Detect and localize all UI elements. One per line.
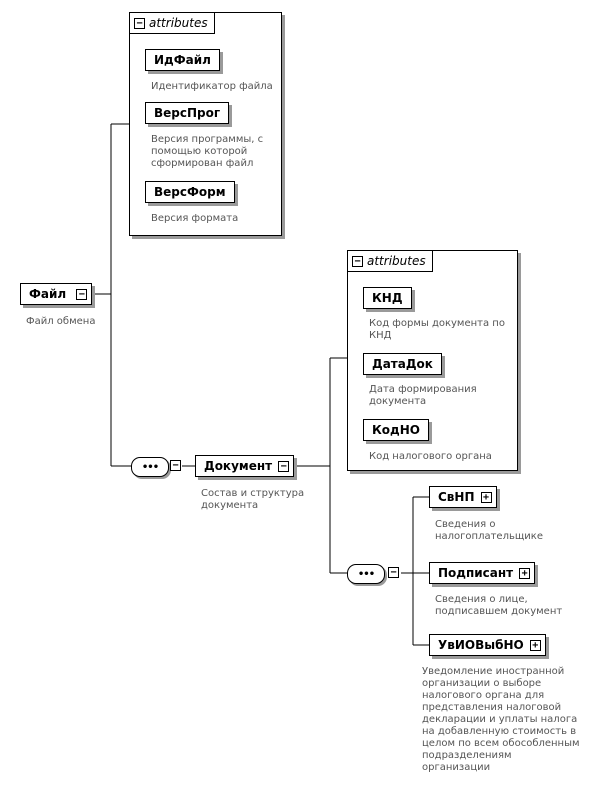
- element-file-label: Файл: [29, 287, 67, 301]
- sequence-compositor[interactable]: •••: [131, 457, 169, 477]
- element-podpisant-label: Подписант: [438, 566, 514, 580]
- sequence-icon: •••: [141, 461, 159, 473]
- attribute-versprog-desc: Версия программы, с помощью которой сфор…: [151, 134, 264, 169]
- element-document-desc: Состав и структура документа: [201, 488, 305, 511]
- attribute-idfile-desc: Идентификатор файла: [151, 81, 273, 92]
- sequence-compositor[interactable]: •••: [347, 564, 385, 584]
- attribute-kodno-label: КодНО: [372, 423, 420, 437]
- element-file[interactable]: Файл −: [20, 283, 93, 305]
- element-podpisant-desc: Сведения о лице, подписавшем документ: [435, 594, 563, 617]
- attribute-versprog[interactable]: ВерсПрог: [145, 102, 230, 124]
- attribute-versprog-label: ВерсПрог: [154, 106, 221, 120]
- element-document-label: Документ: [204, 459, 273, 473]
- attribute-knd-label: КНД: [372, 291, 403, 305]
- attribute-kodno[interactable]: КодНО: [363, 419, 429, 441]
- attribute-datadok[interactable]: ДатаДок: [363, 353, 442, 375]
- element-podpisant[interactable]: Подписант +: [429, 562, 536, 584]
- attribute-knd-desc: Код формы документа по КНД: [369, 318, 505, 341]
- element-svnp-desc: Сведения о налогоплательщике: [435, 519, 543, 542]
- collapse-icon[interactable]: −: [388, 567, 399, 578]
- document-attributes-header[interactable]: − attributes: [348, 251, 433, 272]
- collapse-icon[interactable]: −: [76, 288, 88, 300]
- root-attributes-title: attributes: [149, 16, 208, 30]
- expand-icon[interactable]: +: [480, 491, 492, 503]
- sequence-icon: •••: [357, 568, 375, 580]
- collapse-icon[interactable]: −: [134, 17, 145, 29]
- attribute-versform[interactable]: ВерсФорм: [145, 181, 235, 203]
- expand-icon[interactable]: +: [519, 567, 531, 579]
- attribute-datadok-label: ДатаДок: [372, 357, 433, 371]
- collapse-icon[interactable]: −: [170, 460, 181, 471]
- attribute-versform-desc: Версия формата: [151, 213, 239, 224]
- attribute-kodno-desc: Код налогового органа: [369, 451, 492, 462]
- element-uviovybno[interactable]: УвИОВыбНО +: [429, 634, 546, 656]
- expand-icon[interactable]: +: [529, 639, 541, 651]
- attribute-versform-label: ВерсФорм: [154, 185, 226, 199]
- element-file-desc: Файл обмена: [26, 316, 96, 327]
- collapse-icon[interactable]: −: [352, 255, 363, 267]
- element-uviovybno-label: УвИОВыбНО: [438, 638, 524, 652]
- element-svnp[interactable]: СвНП +: [429, 486, 497, 508]
- attribute-idfile-label: ИдФайл: [154, 53, 211, 67]
- attribute-knd[interactable]: КНД: [363, 287, 412, 309]
- element-document[interactable]: Документ −: [195, 455, 295, 477]
- document-attributes-title: attributes: [367, 254, 426, 268]
- element-uviovybno-desc: Уведомление иностранной организации о вы…: [422, 666, 580, 773]
- attribute-idfile[interactable]: ИдФайл: [145, 49, 220, 71]
- element-svnp-label: СвНП: [438, 490, 475, 504]
- attribute-datadok-desc: Дата формирования документа: [369, 384, 477, 407]
- collapse-icon[interactable]: −: [278, 460, 290, 472]
- root-attributes-header[interactable]: − attributes: [130, 13, 215, 34]
